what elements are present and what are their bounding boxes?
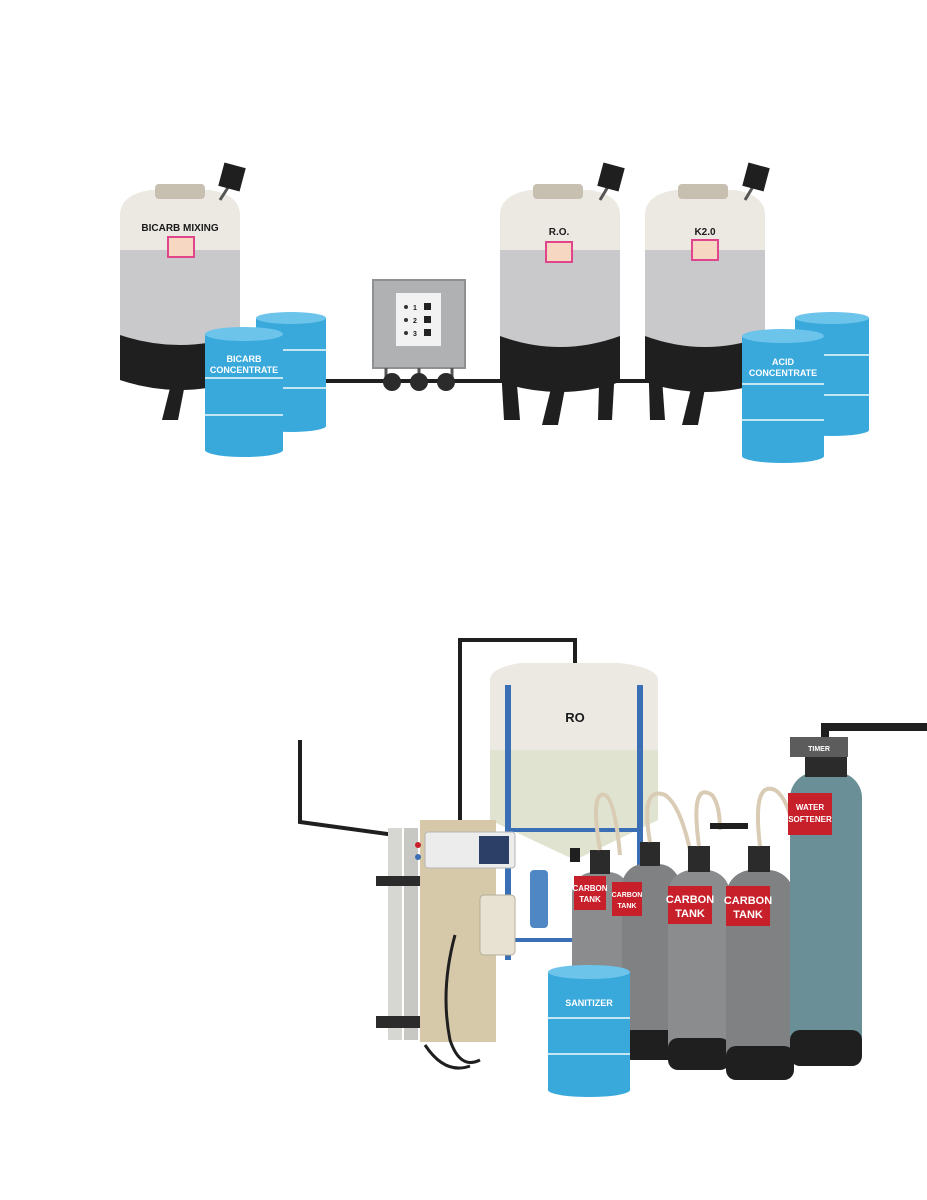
carbon-tank-1-label-line1: CARBON bbox=[572, 884, 607, 893]
ro-control-unit bbox=[415, 820, 516, 1070]
acid-drum-label-line1: ACID bbox=[772, 357, 794, 367]
control-row-1: 1 bbox=[413, 305, 417, 312]
carbon-tank-2-label-line1: CARBON bbox=[612, 892, 643, 899]
carbon-tag-3 bbox=[668, 886, 712, 924]
ro-tank-label: RO bbox=[565, 710, 585, 725]
ro-tank-top: R.O. bbox=[500, 162, 625, 425]
bicarb-tank-sticker bbox=[167, 236, 195, 258]
bicarb-concentrate-drums: BICARB CONCENTRATE bbox=[205, 312, 326, 457]
carbon-tank-4-label-line2: TANK bbox=[733, 909, 763, 921]
water-softener: TIMER WATER SOFTENER bbox=[788, 737, 862, 1066]
ro-feed-pipe bbox=[458, 638, 577, 820]
carbon-tank-4-label-line1: CARBON bbox=[724, 895, 772, 907]
control-panel: 1 2 3 bbox=[372, 279, 466, 391]
sanitizer-drum: SANITIZER bbox=[548, 965, 630, 1097]
softener-label-line1: WATER bbox=[796, 803, 825, 812]
control-row-3: 3 bbox=[413, 331, 417, 338]
bicarb-drum-label-line1: BICARB bbox=[227, 354, 262, 364]
control-row-2: 2 bbox=[413, 318, 417, 325]
ro-label: R.O. bbox=[549, 227, 570, 238]
bottom-section: RO CARBON TANK bbox=[298, 638, 927, 1097]
ro-membrane-housings bbox=[376, 828, 432, 1040]
carbon-tank-2-label-line2: TANK bbox=[618, 903, 637, 910]
left-pipe bbox=[298, 740, 396, 837]
sanitizer-label: SANITIZER bbox=[565, 998, 613, 1008]
acid-concentrate-drums: ACID CONCENTRATE bbox=[742, 312, 869, 463]
softener-tag bbox=[788, 793, 832, 835]
carbon-tank-2: CARBON TANK bbox=[612, 791, 692, 1060]
carbon-tank-3-label-line2: TANK bbox=[675, 908, 705, 920]
timer-label: TIMER bbox=[808, 746, 830, 753]
carbon-tag-1 bbox=[574, 876, 606, 910]
carbon-tag-2 bbox=[612, 882, 642, 916]
carbon-tank-1-label-line2: TANK bbox=[579, 895, 601, 904]
acid-drum-label-line2: CONCENTRATE bbox=[749, 368, 817, 378]
k2-tank: K2.0 bbox=[645, 162, 770, 425]
bicarb-drum-label-line2: CONCENTRATE bbox=[210, 365, 278, 375]
carbon-tag-4 bbox=[726, 886, 770, 926]
panel-valve-3 bbox=[437, 373, 455, 391]
bicarb-mixing-label: BICARB MIXING bbox=[141, 223, 218, 234]
k2-label: K2.0 bbox=[694, 227, 716, 238]
carbon-tank-4: CARBON TANK bbox=[710, 786, 797, 1080]
carbon-tank-3-label-line1: CARBON bbox=[666, 894, 714, 906]
panel-valve-1 bbox=[383, 373, 401, 391]
top-section: BICARB MIXING BICARB CONCENTRATE 1 2 bbox=[120, 162, 869, 463]
panel-valve-2 bbox=[410, 373, 428, 391]
timer-box bbox=[790, 737, 848, 757]
ro-tank-sticker bbox=[545, 241, 573, 263]
carbon-tank-3: CARBON TANK bbox=[666, 790, 730, 1070]
k2-tank-sticker bbox=[691, 239, 719, 261]
softener-label-line2: SOFTENER bbox=[788, 815, 832, 824]
